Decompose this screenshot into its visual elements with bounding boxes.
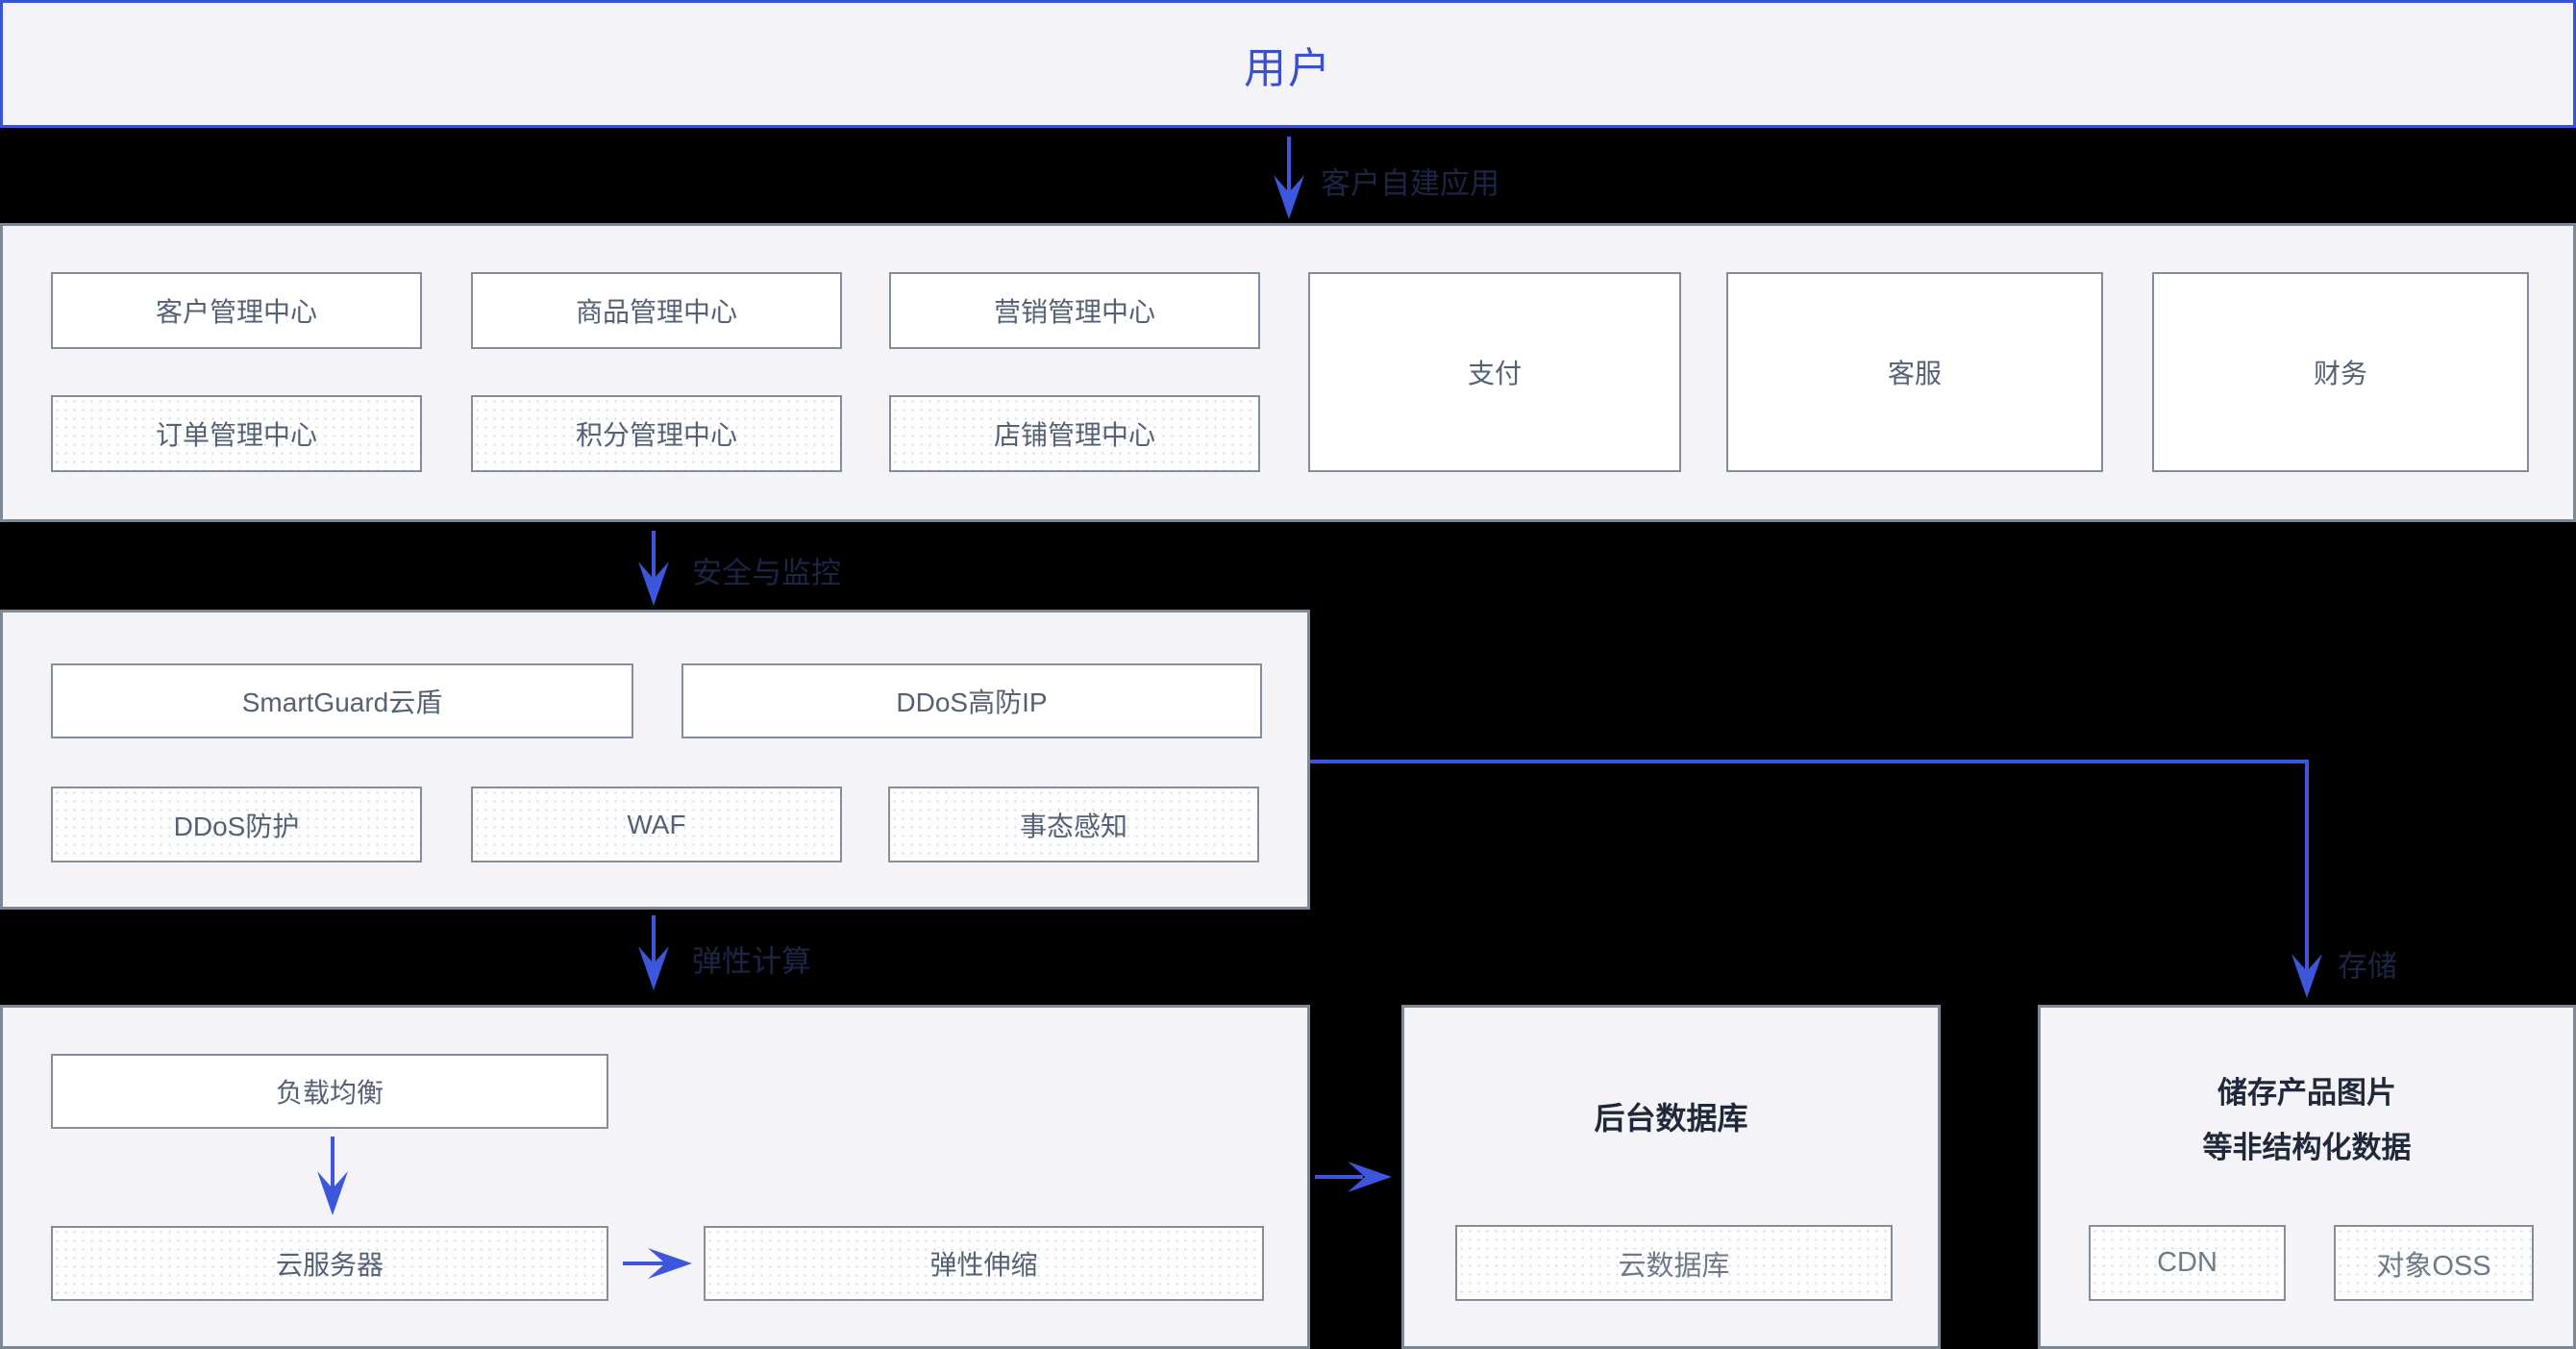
section-database: 后台数据库 云数据库 <box>1401 1005 1941 1349</box>
node-cdn: CDN <box>2089 1225 2286 1301</box>
node-shop-mgmt: 店铺管理中心 <box>889 395 1260 472</box>
node-customer-mgmt: 客户管理中心 <box>51 272 422 349</box>
node-customer-service: 客服 <box>1726 272 2103 472</box>
node-marketing-mgmt: 营销管理中心 <box>889 272 1260 349</box>
arrow-user-to-apps-head <box>1274 175 1304 219</box>
flow-label-compute: 弹性计算 <box>692 944 811 979</box>
node-object-oss: 对象OSS <box>2334 1225 2534 1301</box>
node-finance: 财务 <box>2152 272 2529 472</box>
node-load-balancer: 负载均衡 <box>51 1054 608 1129</box>
node-product-mgmt: 商品管理中心 <box>471 272 842 349</box>
storage-title-line1: 储存产品图片 <box>2217 1076 2396 1110</box>
flow-label-security: 安全与监控 <box>692 556 841 590</box>
node-ddos-hd-ip: DDoS高防IP <box>681 663 1262 738</box>
node-payment: 支付 <box>1308 272 1681 472</box>
arrow-storage-head <box>2291 954 2322 998</box>
arrow-apps-to-security-head <box>638 562 669 606</box>
database-title: 后台数据库 <box>1594 1101 1748 1136</box>
section-security: SmartGuard云盾 DDoS高防IP DDoS防护 WAF 事态感知 <box>0 610 1310 910</box>
flow-label-storage: 存储 <box>2338 949 2397 984</box>
arrow-security-to-compute-head <box>638 946 669 990</box>
arrow-compute-to-database-head <box>1348 1162 1392 1192</box>
node-order-mgmt: 订单管理中心 <box>51 395 422 472</box>
node-smartguard: SmartGuard云盾 <box>51 663 633 738</box>
node-cloud-database: 云数据库 <box>1455 1225 1893 1301</box>
section-compute: 负载均衡 云服务器 弹性伸缩 <box>0 1005 1310 1349</box>
storage-title: 储存产品图片 等非结构化数据 <box>2041 1065 2573 1175</box>
node-waf: WAF <box>471 787 842 862</box>
node-auto-scaling: 弹性伸缩 <box>704 1226 1264 1301</box>
node-points-mgmt: 积分管理中心 <box>471 395 842 472</box>
node-ddos-protect: DDoS防护 <box>51 787 422 862</box>
node-situation-awareness: 事态感知 <box>888 787 1259 862</box>
section-apps: 客户管理中心 商品管理中心 营销管理中心 订单管理中心 积分管理中心 店铺管理中… <box>0 223 2576 522</box>
user-banner-label: 用户 <box>1244 44 1332 92</box>
storage-title-line2: 等非结构化数据 <box>2202 1131 2412 1164</box>
flow-label-apps: 客户自建应用 <box>1321 166 1499 201</box>
elbow-security-to-storage <box>1310 760 2309 973</box>
section-storage: 储存产品图片 等非结构化数据 CDN 对象OSS <box>2038 1005 2576 1349</box>
node-cloud-server: 云服务器 <box>51 1226 608 1301</box>
user-banner: 用户 <box>0 0 2576 128</box>
